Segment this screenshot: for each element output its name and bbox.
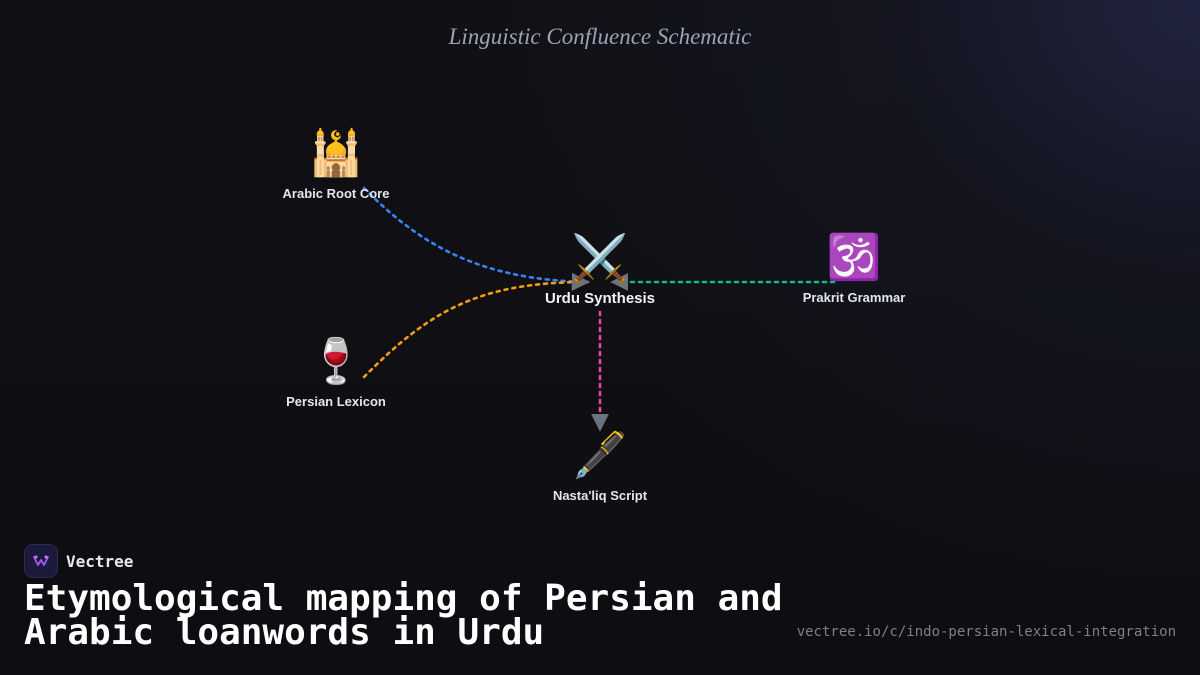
edge-arabic-to-urdu	[362, 186, 590, 291]
node-label: Persian Lexicon	[286, 394, 386, 409]
mosque-icon: 🕌	[308, 128, 364, 179]
node-label: Prakrit Grammar	[802, 290, 906, 305]
vectree-logo-icon	[24, 544, 58, 578]
node-label: Nasta'liq Script	[552, 488, 648, 503]
node-prakrit-grammar[interactable]: 🕉️ Prakrit Grammar	[764, 232, 944, 305]
node-urdu-synthesis[interactable]: ⚔️ Urdu Synthesis	[510, 232, 690, 307]
node-label: Arabic Root Core	[282, 186, 390, 201]
node-label: Urdu Synthesis	[544, 290, 656, 307]
brand-name: Vectree	[66, 551, 134, 571]
node-persian-lexicon[interactable]: 🍷 Persian Lexicon	[246, 336, 426, 409]
page-title: Etymological mapping of Persian and Arab…	[24, 578, 783, 653]
fountain-pen-icon: 🖋️	[572, 430, 628, 481]
node-arabic-root-core[interactable]: 🕌 Arabic Root Core	[246, 128, 426, 201]
om-icon: 🕉️	[826, 232, 882, 283]
brand[interactable]: Vectree	[24, 544, 133, 578]
wine-glass-icon: 🍷	[308, 336, 364, 387]
edge-persian-to-urdu	[362, 273, 590, 379]
source-url[interactable]: vectree.io/c/indo-persian-lexical-integr…	[796, 624, 1176, 640]
diagram-title: Linguistic Confluence Schematic	[448, 24, 752, 49]
crossed-swords-icon: ⚔️	[571, 231, 629, 285]
node-nastaliq-script[interactable]: 🖋️ Nasta'liq Script	[510, 430, 690, 503]
